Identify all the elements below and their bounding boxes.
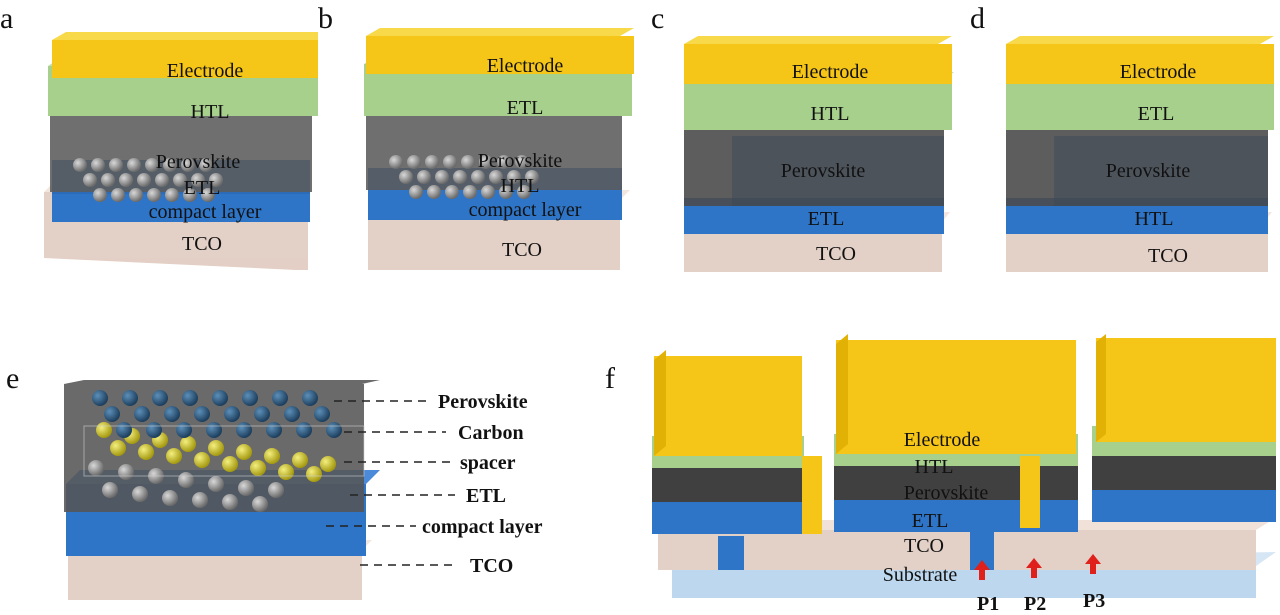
label-electrode-f: Electrode [904,429,981,451]
layer-label-htl-b: HTL [501,175,540,197]
panel-b: b Electrode ETL Perovskite HTL compact l… [318,2,634,270]
arrow-p2 [1026,558,1042,578]
layer-label-tco-c: TCO [816,243,856,265]
label-p1: P1 [977,593,999,615]
panel-letter-d: d [970,2,985,35]
layer-label-tco-b: TCO [502,239,542,261]
arrow-p3 [1085,554,1101,574]
panel-letter-f: f [605,362,615,395]
cell-left [652,350,822,534]
layer-label-electrode-d: Electrode [1120,61,1197,83]
label-perovskite-f: Perovskite [904,482,989,504]
panel-d: d Electrode ETL Perovskite HTL TCO [970,2,1274,272]
label-carbon-e: Carbon [458,422,524,444]
label-tco-f: TCO [904,535,944,557]
layer-label-electrode-b: Electrode [487,55,564,77]
layer-label-perovskite-b: Perovskite [478,150,563,172]
panel-c: c Electrode HTL Perovskite ETL TCO [651,2,954,272]
layer-label-compact-a: compact layer [149,201,262,223]
cell-middle [834,334,1078,532]
leader-lines-e [326,400,456,566]
cell-right [1092,334,1276,522]
label-perovskite-e: Perovskite [438,391,528,413]
layer-label-tco-d: TCO [1148,245,1188,267]
label-p2: P2 [1024,593,1046,615]
layer-label-electrode-c: Electrode [792,61,869,83]
layer-label-perovskite-a: Perovskite [156,151,241,173]
label-p3: P3 [1083,590,1105,612]
label-compact-e: compact layer [422,516,543,538]
layer-label-compact-b: compact layer [469,199,582,221]
label-substrate-f: Substrate [883,564,958,586]
layer-label-etl-d: ETL [1138,103,1175,125]
label-etl-e: ETL [466,485,506,507]
layer-label-electrode-a: Electrode [167,60,244,82]
panel-letter-a: a [0,2,13,35]
label-tco-e: TCO [470,555,513,577]
scribe-arrows [974,554,1101,580]
layer-label-htl-c: HTL [811,103,850,125]
label-htl-f: HTL [915,456,954,478]
perovskite-spheres-a [73,158,223,202]
panel-e: e Perovski [6,362,543,600]
layer-label-tco-a: TCO [182,233,222,255]
panel-letter-b: b [318,2,333,35]
layer-label-etl-b: ETL [507,97,544,119]
panel-letter-e: e [6,362,19,395]
layer-label-etl-c: ETL [808,208,845,230]
layer-label-perovskite-d: Perovskite [1106,160,1191,182]
layer-label-htl-a: HTL [191,101,230,123]
label-spacer-e: spacer [460,452,516,474]
layer-label-htl-d: HTL [1135,208,1174,230]
perovskite-spheres-b [389,155,539,199]
arrow-p1 [974,560,990,580]
panel-letter-c: c [651,2,664,35]
panel-f: f [605,334,1276,615]
layer-label-etl-a: ETL [184,177,221,199]
layer-label-perovskite-c: Perovskite [781,160,866,182]
label-etl-f: ETL [912,510,949,532]
panel-a: a Electrode HTL Perovskite ETL compact l… [0,2,318,270]
